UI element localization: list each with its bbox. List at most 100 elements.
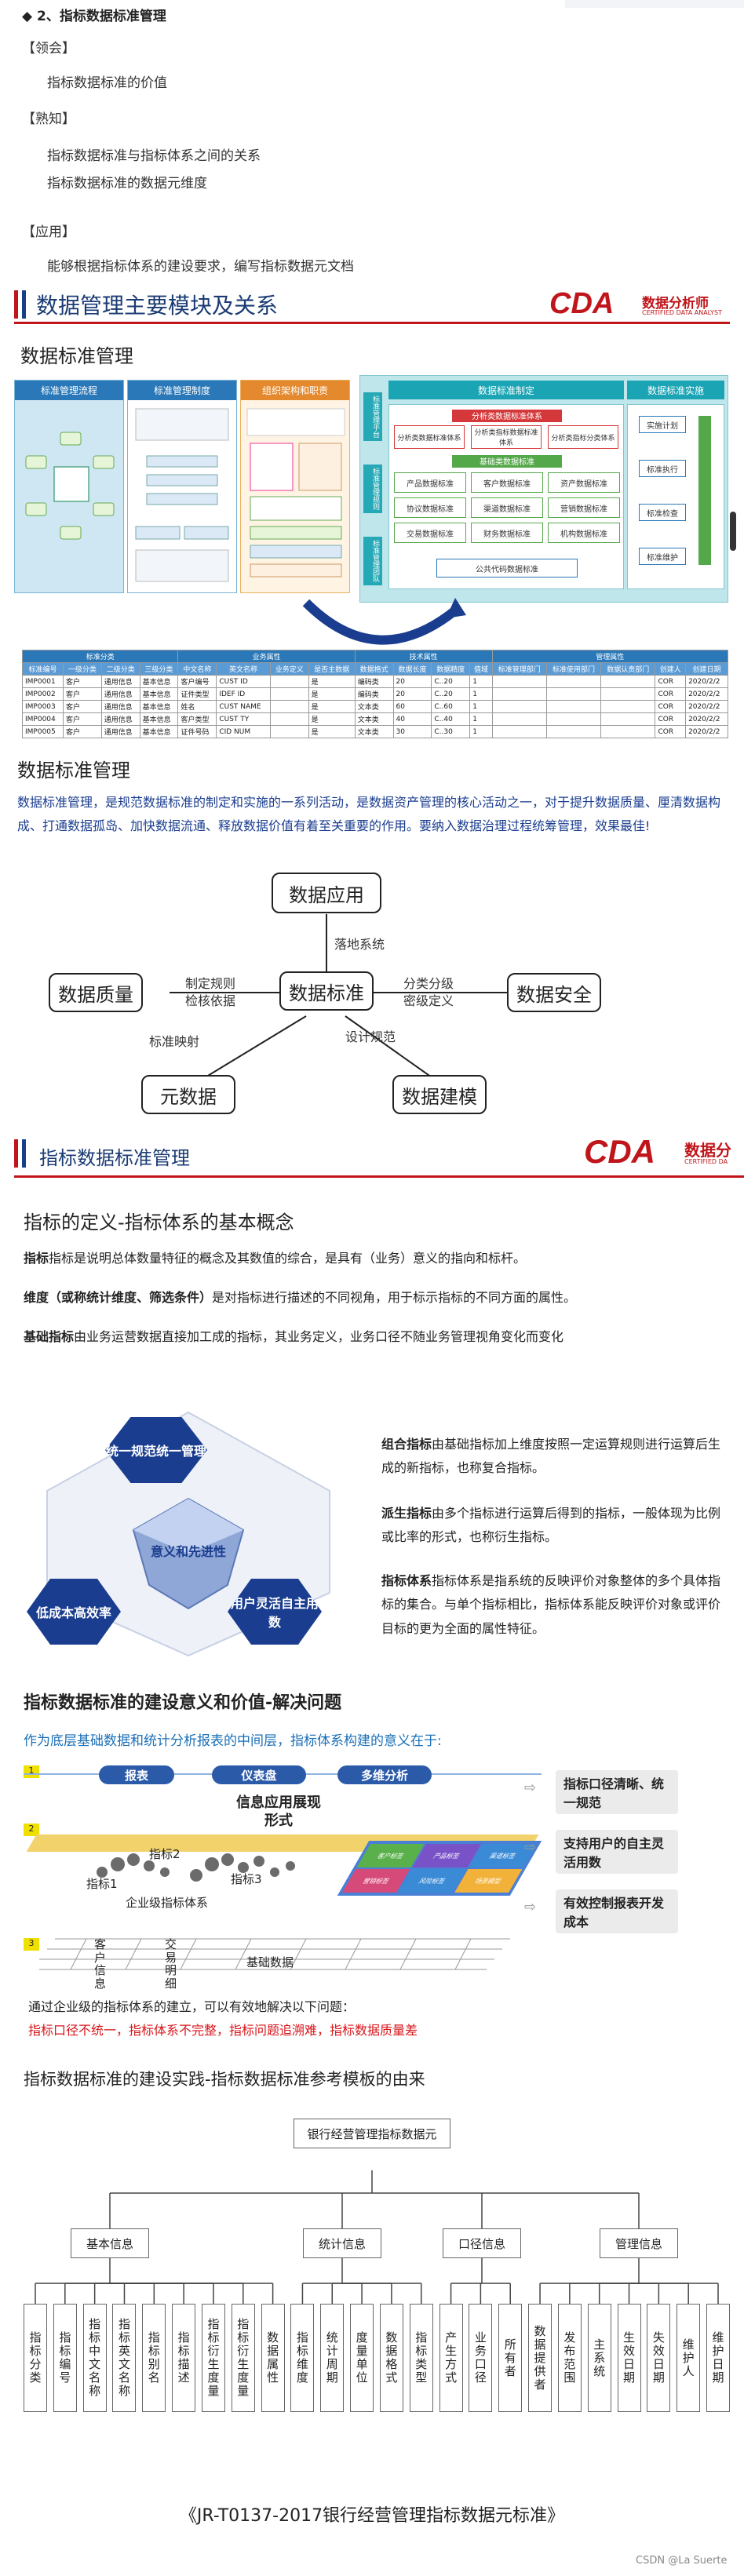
impl-arrow-bar [698, 416, 711, 565]
table-cell: 客户 [62, 687, 102, 701]
tree-leaves: 指标分类指标编号指标中文名称指标英文名称指标别名指标描述指标衍生度量指标衍生度量… [24, 2304, 730, 2414]
apply-label: 【应用】 [22, 224, 75, 240]
dsm-connectors [170, 914, 507, 1084]
hex-flexible: 用户灵活自主用数 [228, 1579, 322, 1645]
label-landing-system: 落地系统 [334, 937, 385, 952]
table-cell: 1 [469, 712, 493, 726]
curved-arrow [302, 598, 466, 645]
table-cell: 客户类型 [177, 712, 217, 726]
tree-leaf: 发布范围 [557, 2304, 582, 2412]
table-col-16: 创建日期 [685, 662, 728, 676]
benefits: ⇨ 指标口径清晰、统一规范 ⇨ 支持用户的自主灵活用数 ⇨ 有效控制报表开发成本 [524, 1762, 736, 1951]
tree-leaf: 指标衍生度量 [231, 2304, 255, 2412]
table-cell: 是 [308, 675, 356, 688]
def-composite-text: 由基础指标加上维度按照一定运算规则进行运算后生成的新指标，也称复合指标。 [381, 1437, 721, 1476]
tree-leaf: 所有者 [498, 2304, 523, 2412]
standards-table: 标准分类 业务属性 技术属性 管理属性 标准编号一级分类二级分类三级分类中文名称… [21, 650, 729, 738]
side-tag-2: 标准管理规则 [363, 465, 382, 513]
slide2-blue-bar [22, 1139, 26, 1168]
tree-leaf: 数据属性 [261, 2304, 285, 2412]
def-system: 指标体系指标体系是指系统的反映评价对象整体的多个具体指标的集合。与单个指标相比，… [381, 1569, 731, 1641]
table-cell: IMP0003 [22, 700, 64, 713]
table-cell: COR [655, 725, 687, 738]
table-col-8: 数据格式 [354, 662, 394, 676]
table-cell: 编码类 [354, 687, 394, 701]
section-heading: ◆ 2、指标数据标准管理 [22, 9, 166, 24]
table-col-3: 三级分类 [139, 662, 179, 676]
tree-leaf: 数据提供者 [528, 2304, 553, 2412]
table-cell: IMP0004 [22, 712, 64, 726]
apply-item: 能够根据指标体系的建设要求，编写指标数据元文档 [47, 259, 354, 275]
benefit-1: 指标口径清晰、统一规范 [556, 1770, 678, 1814]
def-indicator-text: 指标是说明总体数量特征的概念及其数值的综合，是具有（业务）意义的指向和标杆。 [49, 1251, 527, 1266]
def-system-term: 指标体系 [381, 1573, 432, 1588]
analysis-1: 分析类数据标准体系 [394, 425, 465, 449]
std-make-head: 数据标准制定 [388, 381, 624, 399]
slide1-subtitle: 数据标准管理 [20, 345, 133, 367]
public-code-box: 公共代码数据标准 [436, 559, 578, 578]
table-cell [600, 687, 656, 701]
table-cell: 通用信息 [100, 712, 140, 726]
cda-logo: CDA 数据分析师 CERTIFIED DATA ANALYST [549, 287, 744, 322]
table-col-0: 标准编号 [22, 662, 64, 676]
top-gray-bar [565, 0, 744, 8]
table-cell: 2020/2/2 [685, 725, 728, 738]
base-cell-4: 协议数据标准 [394, 497, 466, 518]
solve-intro: 通过企业级的指标体系的建立，可以有效地解决以下问题： [28, 1999, 356, 2014]
know-label: 【熟知】 [22, 111, 75, 127]
table-cell: CID NUM [216, 725, 271, 738]
side-tag-1: 标准管理平台 [363, 392, 382, 441]
table-cell [545, 687, 602, 701]
table-cell: 是 [308, 712, 356, 726]
cda-logo-2-text: CDA [584, 1133, 655, 1170]
table-col-15: 创建人 [655, 662, 687, 676]
table-cell: CUST NAME [216, 700, 271, 713]
base-cell-1: 产品数据标准 [394, 472, 466, 493]
table-col-14: 数据认责部门 [600, 662, 656, 676]
slide-scroll-indicator[interactable] [730, 512, 736, 551]
table-cell [545, 700, 602, 713]
table-cell [600, 725, 656, 738]
table-cell [491, 700, 547, 713]
node-data-standard: 数据标准 [279, 971, 374, 1011]
tree-leaf: 业务口径 [469, 2304, 493, 2412]
table-cell: 2020/2/2 [685, 675, 728, 688]
tree-leaf: 数据格式 [379, 2304, 403, 2412]
def-system-text: 指标体系是指系统的反映评价对象整体的多个具体指标的集合。与单个指标相比，指标体系… [381, 1573, 721, 1636]
table-cell: 是 [308, 700, 356, 713]
label-check-basis: 检核依据 [185, 993, 236, 1008]
panel-process-title: 标准管理流程 [15, 381, 123, 400]
node-data-quality: 数据质量 [49, 973, 143, 1012]
pill-olap: 多维分析 [337, 1765, 432, 1784]
group-head-2: 业务属性 [177, 650, 356, 663]
header-red-bar [14, 290, 18, 319]
table-cell: COR [655, 675, 687, 688]
base-cell-3: 资产数据标准 [548, 472, 620, 493]
cda-logo-sub: 数据分析师 [642, 296, 709, 312]
table-cell [269, 675, 309, 688]
dsm-title: 数据标准管理 [17, 760, 130, 782]
table-cell: CUST TY [216, 712, 271, 726]
table-cell: C..60 [431, 700, 471, 713]
node-data-security: 数据安全 [507, 973, 601, 1012]
def-indicator-term: 指标 [24, 1251, 49, 1266]
table-group-row: 标准分类 业务属性 技术属性 管理属性 [21, 650, 729, 663]
table-cell [269, 712, 309, 726]
tag-grid-6: 场景模型 [454, 1869, 523, 1893]
table-cell [491, 675, 547, 688]
tree-group-basic: 基本信息 [71, 2228, 149, 2258]
slide2-rule [14, 1175, 744, 1178]
group-head-1: 标准分类 [21, 650, 179, 663]
table-cell [491, 687, 547, 701]
benefit-3: 有效控制报表开发成本 [556, 1889, 678, 1933]
concept-subtitle: 指标的定义-指标体系的基本概念 [24, 1211, 294, 1233]
table-cell: IDEF ID [216, 687, 271, 701]
cda-logo-2-sub2: CERTIFIED DA [684, 1158, 728, 1165]
tree-group-caliber: 口径信息 [443, 2228, 521, 2258]
table-cell: 2020/2/2 [685, 687, 728, 701]
table-cell: 证件号码 [177, 725, 217, 738]
tree-group-mgmt: 管理信息 [600, 2228, 678, 2258]
base-head: 基础类数据标准 [452, 455, 562, 468]
